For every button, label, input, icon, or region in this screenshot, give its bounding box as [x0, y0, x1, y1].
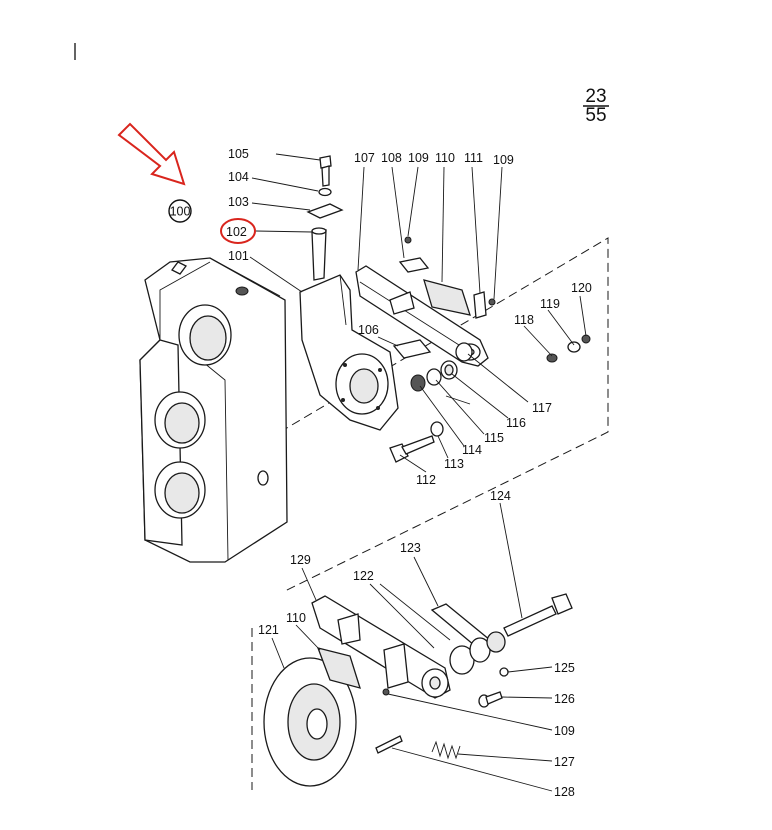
spring-part	[431, 740, 461, 760]
assembly-callout-number: 100	[170, 205, 191, 219]
pointer-arrow-icon	[117, 122, 186, 186]
part-label: 127	[554, 755, 575, 769]
part-label: 116	[506, 416, 526, 430]
part-label: 124	[490, 489, 511, 503]
brake-pad-part	[423, 279, 471, 316]
part-labels: 105 104 103 102 101 106 107 108 109 110 …	[226, 147, 592, 799]
screw-part	[404, 236, 412, 244]
part-label: 122	[353, 569, 374, 583]
plate-part	[306, 203, 344, 219]
page-number-numerator: 23	[585, 86, 606, 107]
cap-screw-part	[478, 691, 503, 708]
bracket-part	[299, 274, 399, 431]
part-label: 109	[493, 153, 514, 167]
part-label: 106	[358, 323, 379, 337]
part-label: 125	[554, 661, 575, 675]
pin-part	[311, 227, 327, 281]
part-label: 109	[554, 724, 575, 738]
pin-lower-part	[375, 735, 403, 754]
part-label: 128	[554, 785, 575, 799]
bolt-part	[319, 155, 332, 187]
clip-part	[398, 257, 430, 273]
page-number: 23 55	[583, 86, 609, 126]
upper-lever-arm	[355, 265, 489, 367]
part-label: 117	[532, 401, 552, 415]
leader-lines	[249, 153, 587, 792]
part-label: 119	[540, 297, 560, 311]
page-number-denominator: 55	[585, 105, 606, 126]
part-label: 103	[228, 195, 249, 209]
retainer-plate-part	[473, 291, 487, 319]
part-label: 129	[290, 553, 311, 567]
part-label: 101	[228, 249, 249, 263]
part-label: 105	[228, 147, 249, 161]
part-label: 110	[286, 611, 306, 625]
part-label: 111	[464, 151, 483, 165]
lower-lever-arm	[311, 595, 451, 699]
part-label: 121	[258, 623, 279, 637]
part-label: 104	[228, 170, 249, 184]
assembly-callout: 100	[168, 199, 192, 223]
part-label: 107	[354, 151, 375, 165]
highlight-ring	[220, 218, 256, 244]
part-label-highlighted: 102	[226, 225, 247, 239]
part-label: 123	[400, 541, 421, 555]
part-label: 112	[416, 473, 436, 487]
adjuster-stack	[410, 342, 473, 392]
hex-bolt-part	[389, 435, 435, 463]
part-label: 126	[554, 692, 575, 706]
washer-part	[318, 187, 332, 197]
threaded-rod-part	[503, 593, 573, 637]
brake-disc	[263, 657, 357, 787]
actuator-linkage	[430, 603, 506, 675]
part-label: 109	[408, 151, 429, 165]
part-label: 108	[381, 151, 402, 165]
part-label: 114	[462, 443, 482, 457]
small-hardware-set	[546, 334, 591, 363]
part-label: 113	[444, 457, 464, 471]
part-label: 118	[514, 313, 534, 327]
spring-pin-part	[445, 395, 471, 405]
part-label: 120	[571, 281, 592, 295]
part-label: 110	[435, 151, 455, 165]
small-ring-part	[499, 667, 509, 677]
part-label: 115	[484, 431, 504, 445]
brake-pad-lower-part	[316, 647, 361, 689]
gear-housing	[139, 257, 288, 563]
nut-part	[430, 421, 444, 437]
spacer-plate-part	[392, 339, 432, 359]
